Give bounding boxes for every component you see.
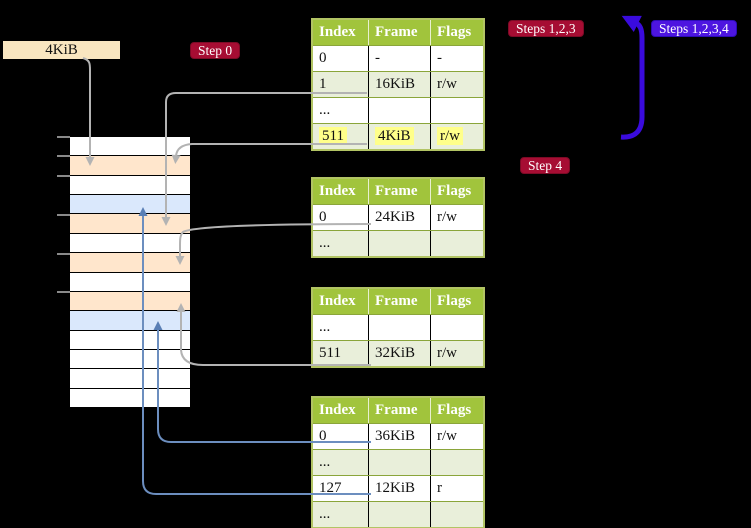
table-cell: ... [313,450,369,475]
table-header-cell: Flags [431,179,483,204]
table-header-cell: Flags [431,398,483,423]
table-cell: r/w [431,124,483,149]
table-row: ... [313,501,483,527]
memory-frame-row [70,253,190,273]
table-row: ... [313,314,483,340]
table-cell: r/w [437,428,457,444]
table-cell: r/w [437,209,457,225]
table-cell: 32KiB [369,341,431,366]
table-cell: 16KiB [369,72,431,97]
memory-frame-row [70,272,190,292]
table-header-cell: Frame [369,179,431,204]
table-cell: ... [313,315,369,340]
table-row: ... [313,230,483,256]
memory-tick [57,214,70,216]
memory-tick [57,253,70,255]
table-cell [369,98,431,123]
table-header-cell: Frame [369,398,431,423]
table-row: ... [313,449,483,475]
table-cell [431,231,483,256]
table-cell [369,502,431,527]
big-loop-arrow-steps [620,15,645,140]
table-cell: r [437,480,442,496]
table-header-cell: Flags [431,289,483,314]
badge-step-0: Step 0 [190,42,241,59]
memory-frame-row [70,330,190,350]
table-cell [369,231,431,256]
table-row: 0-- [313,45,483,71]
table-cell: 0 [313,46,369,71]
badge-step-4: Step 4 [520,157,571,174]
memory-tick [57,291,70,293]
table-cell: 24KiB [369,205,431,230]
memory-frame-row [70,349,190,370]
table-cell: ... [313,98,369,123]
table-cell: 0 [313,205,369,230]
table-header-cell: Frame [369,20,431,45]
memory-tick [57,175,70,177]
table-header-cell: Frame [369,289,431,314]
table-header-cell: Flags [431,20,483,45]
physical-memory-strip [70,136,190,409]
table-cell: - [369,46,431,71]
highlighted-value: 4KiB [375,127,414,145]
memory-frame-row [70,291,190,312]
table-cell: 36KiB [369,424,431,449]
table-cell: 4KiB [369,124,431,149]
memory-frame-row [70,136,190,157]
table-header-cell: Index [313,179,369,204]
table-cell: ... [313,231,369,256]
table-cell [431,315,483,340]
memory-frame-row [70,214,190,234]
table-row: 511 4KiB r/w [313,123,483,149]
memory-tick [57,136,70,138]
table-header-cell: Index [313,398,369,423]
table-cell: ... [313,502,369,527]
table-header-cell: Index [313,20,369,45]
memory-frame-row [70,233,190,254]
table-cell [431,98,483,123]
table-cell: - [437,50,442,66]
memory-tick [57,155,70,157]
highlighted-value: r/w [437,127,463,145]
highlighted-value: 511 [319,127,347,145]
table-cell: r/w [431,341,483,366]
memory-frame-row [70,311,190,331]
table-cell [369,315,431,340]
table-cell: 511 [313,124,369,149]
table-cell [369,450,431,475]
memory-frame-row [70,175,190,196]
table-cell: 127 [313,476,369,501]
badge-steps-1-2-3: Steps 1,2,3 [508,20,584,37]
table-cell [431,450,483,475]
memory-frame-row [70,369,190,389]
page-size-label: 4KiB [3,41,120,59]
memory-frame-row [70,388,190,409]
table-row: ... [313,97,483,123]
table-header-cell: Index [313,289,369,314]
memory-frame-row [70,156,190,176]
table-cell: 511 [313,341,369,366]
table-cell: 0 [313,424,369,449]
table-cell [431,502,483,527]
badge-steps-1-2-3-4: Steps 1,2,3,4 [651,20,737,37]
table-cell: 1 [313,72,369,97]
memory-frame-row [70,195,190,215]
table-cell: 12KiB [369,476,431,501]
table-cell: r/w [431,72,483,97]
